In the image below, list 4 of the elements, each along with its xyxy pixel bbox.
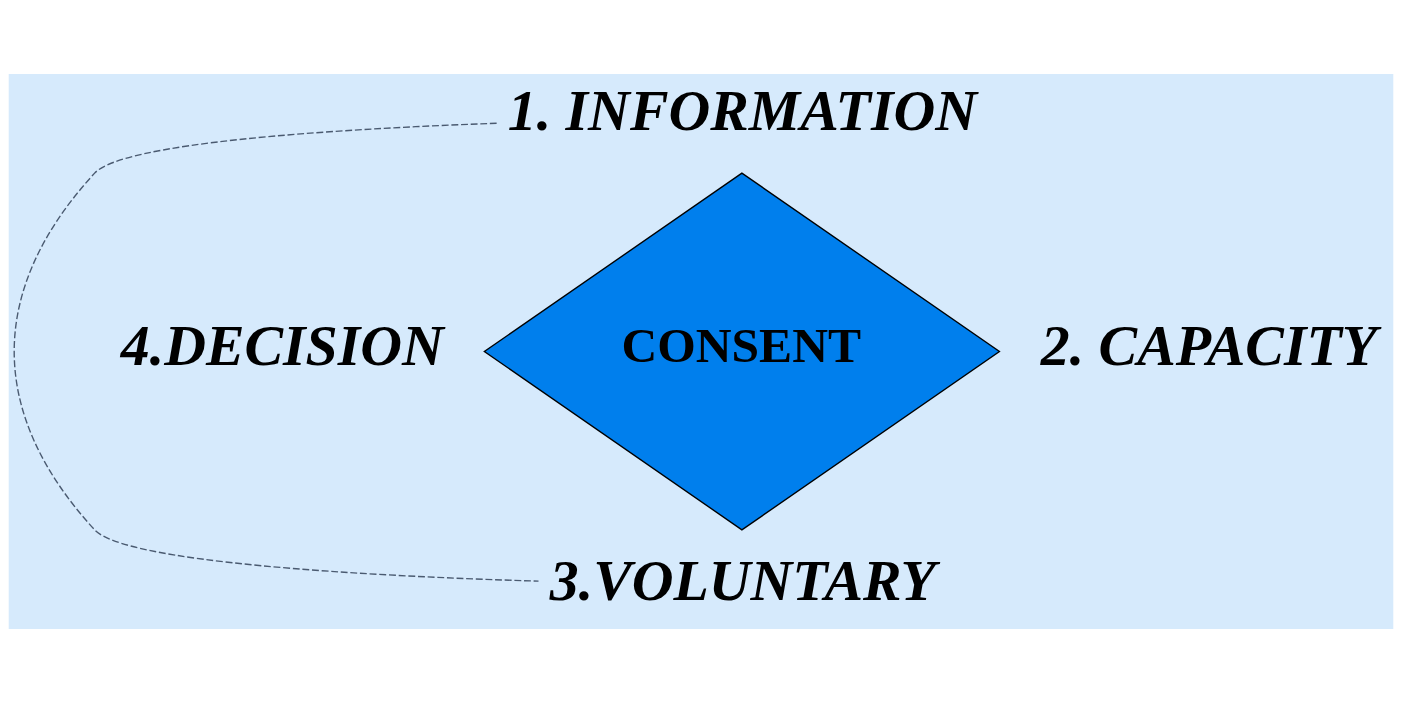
- connector: [13, 122, 540, 582]
- node-text: 1. INFORMATION: [507, 77, 977, 143]
- node-diamond: CONSENT: [483, 172, 1001, 531]
- label: 4.DECISION: [120, 312, 444, 378]
